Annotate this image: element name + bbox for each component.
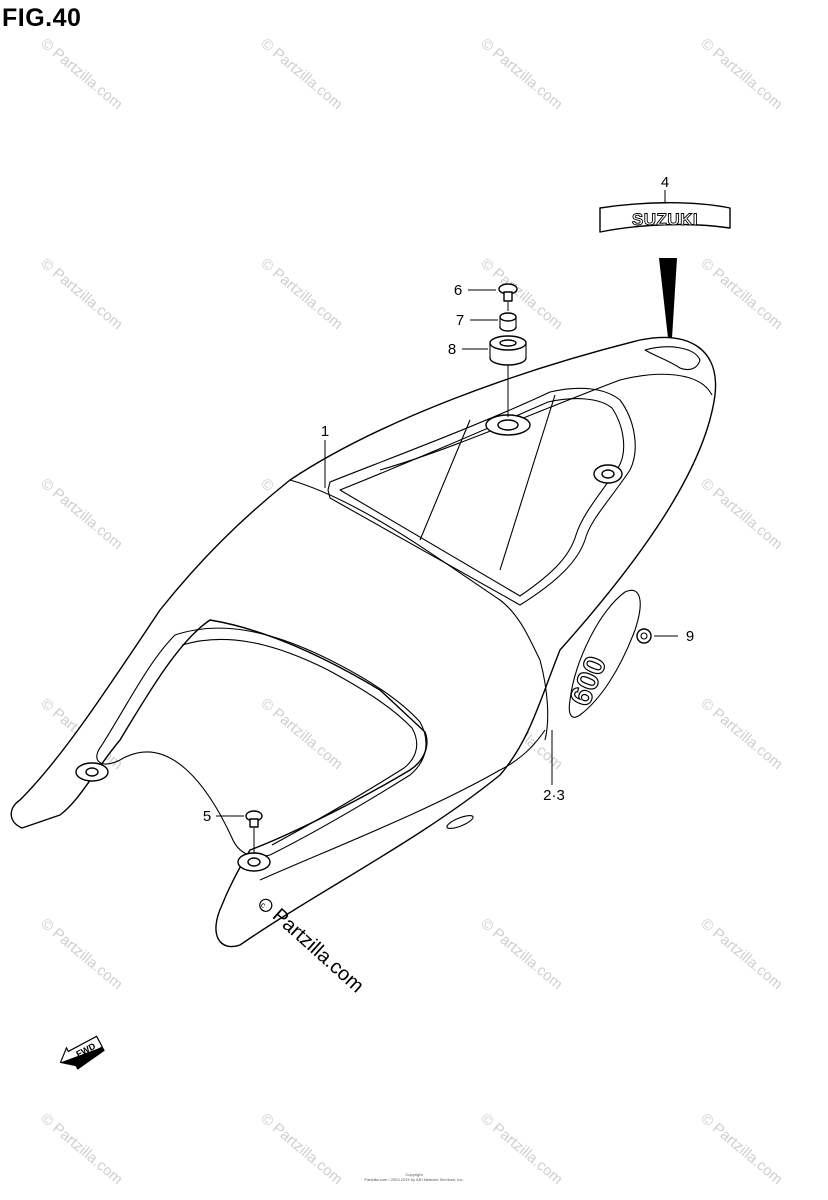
figure-title: FIG.40 bbox=[2, 4, 82, 32]
copyright-symbol-icon bbox=[259, 898, 273, 912]
watermark: © Partzilla.com bbox=[37, 35, 125, 113]
rear-mount-hole bbox=[497, 419, 519, 431]
callout-6: 6 bbox=[454, 282, 462, 299]
front-left-lug-hole bbox=[85, 767, 99, 777]
callout-2-3: 2·3 bbox=[543, 787, 565, 804]
watermark: © Partzilla.com bbox=[477, 915, 565, 993]
fwd-arrow-shadow bbox=[60, 1046, 105, 1070]
copyright-line-1: Copyright bbox=[405, 1172, 423, 1177]
seat-recess-inner bbox=[339, 398, 625, 597]
side-vent-slot bbox=[446, 815, 474, 829]
seat-recess bbox=[327, 387, 636, 606]
watermark: © Partzilla.com bbox=[697, 915, 785, 993]
collar-7 bbox=[499, 312, 517, 332]
underside-opening bbox=[96, 627, 427, 857]
watermark: © Partzilla.com bbox=[697, 695, 785, 773]
collar-7-body bbox=[500, 317, 516, 327]
callout-7: 7 bbox=[456, 312, 464, 329]
main-watermark: c Partzilla.com bbox=[259, 898, 368, 997]
screw-6 bbox=[498, 283, 518, 302]
collar-7-top bbox=[499, 312, 517, 322]
callout-8: 8 bbox=[448, 341, 456, 358]
watermark: © Partzilla.com bbox=[697, 255, 785, 333]
screw-5 bbox=[245, 810, 263, 828]
grommet-8-sides bbox=[489, 343, 527, 358]
nut-9-hole bbox=[640, 632, 648, 640]
top-bridge-edge bbox=[289, 479, 549, 741]
lower-side-ridge bbox=[259, 729, 546, 881]
watermark: © Partzilla.com bbox=[477, 255, 565, 333]
watermark: © Partzilla.com bbox=[37, 475, 125, 553]
main-watermark-text: Partzilla.com bbox=[268, 904, 368, 997]
nut-9 bbox=[636, 628, 652, 644]
suzuki-decal: SUZUKI bbox=[599, 202, 731, 338]
nut-9-body bbox=[636, 628, 652, 644]
watermark: © Partzilla.com bbox=[37, 915, 125, 993]
grommet-8-hole bbox=[499, 339, 517, 347]
side-mount-hole bbox=[601, 469, 615, 479]
screw-5-shank bbox=[249, 818, 259, 828]
callout-1: 1 bbox=[321, 423, 329, 440]
watermark: © Partzilla.com bbox=[257, 695, 345, 773]
watermark: © Partzilla.com bbox=[477, 35, 565, 113]
front-right-lug-hole bbox=[247, 857, 261, 867]
seat-recess-channel bbox=[419, 394, 556, 571]
callout-5: 5 bbox=[203, 808, 211, 825]
side-emblem-text: 600 bbox=[564, 652, 613, 711]
watermark: © Partzilla.com bbox=[697, 35, 785, 113]
fwd-arrow: FWD bbox=[59, 1035, 105, 1070]
leader-lines bbox=[216, 190, 678, 854]
seat-tail-cover bbox=[10, 336, 717, 948]
callout-numbers: 4 6 7 8 1 9 2·3 5 bbox=[203, 174, 694, 825]
copyright-c-glyph: c bbox=[259, 900, 268, 909]
suzuki-decal-text: SUZUKI bbox=[632, 210, 698, 229]
screw-6-shank bbox=[503, 291, 513, 302]
watermark: © Partzilla.com bbox=[697, 475, 785, 553]
watermark: © Partzilla.com bbox=[257, 255, 345, 333]
callout-9: 9 bbox=[686, 628, 694, 645]
tail-cover-outline bbox=[10, 336, 717, 948]
side-emblem-outline bbox=[568, 589, 641, 718]
suzuki-decal-plate bbox=[599, 202, 731, 233]
copyright-line-2: Partzilla.com / 2003-2019 by ARI Network… bbox=[364, 1177, 464, 1182]
underside-opening-lip bbox=[181, 638, 418, 846]
grommet-8 bbox=[489, 335, 527, 366]
callout-4: 4 bbox=[661, 174, 669, 191]
watermark: © Partzilla.com bbox=[257, 35, 345, 113]
tail-light-opening bbox=[644, 346, 701, 371]
watermark: © Partzilla.com bbox=[37, 255, 125, 333]
top-bridge-ridge bbox=[379, 373, 713, 471]
decal-placement-wedge bbox=[659, 258, 677, 338]
copyright-notice: Copyright Partzilla.com / 2003-2019 by A… bbox=[0, 1172, 828, 1182]
